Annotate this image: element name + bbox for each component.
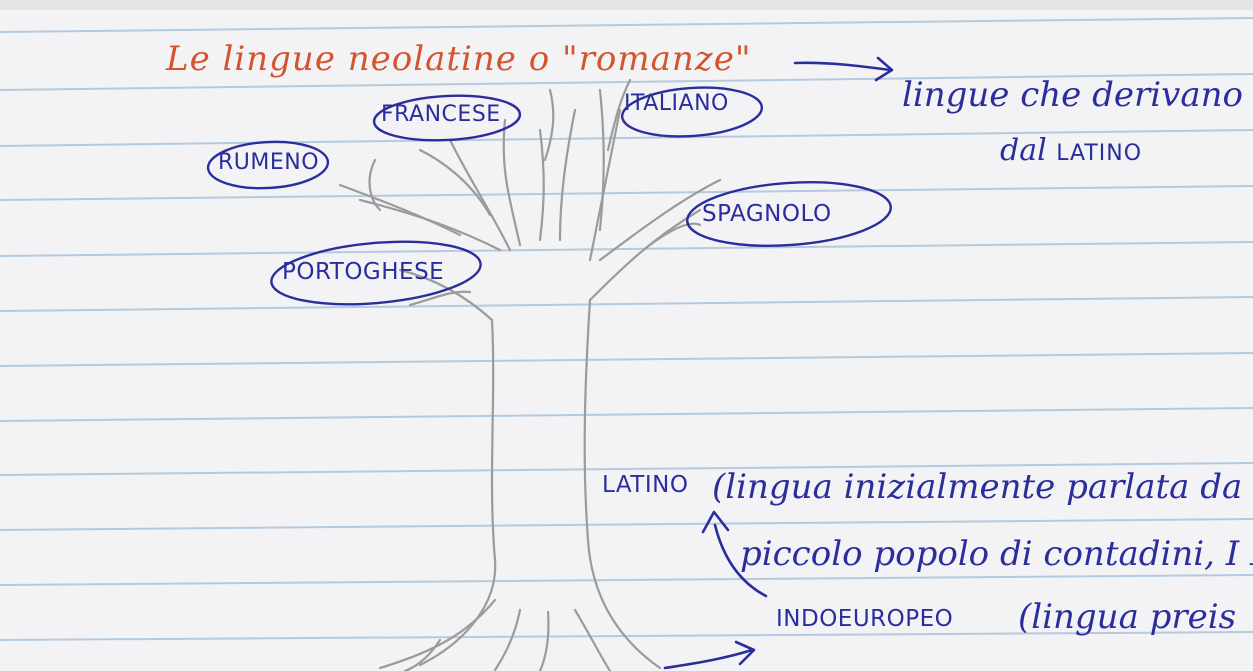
label-rumeno: RUMENO: [218, 152, 319, 174]
label-latino: LATINO: [602, 474, 688, 497]
latino-description-line2: piccolo popolo di contadini, I LAT: [740, 537, 1253, 571]
label-portoghese: PORTOGHESE: [282, 261, 444, 284]
latino-description-line1: (lingua inizialmente parlata da: [712, 470, 1242, 504]
label-indoeuropeo: INDOEUROPEO: [776, 608, 953, 631]
label-italiano: ITALIANO: [624, 93, 729, 115]
label-francese: FRANCESE: [381, 104, 501, 126]
arrows: [665, 58, 892, 668]
side-note-latino: LATINO: [1056, 141, 1142, 166]
side-note-prefix: dal: [1000, 133, 1047, 168]
side-note-line2: dal LATINO: [1000, 136, 1142, 166]
side-note-line1: lingue che derivano: [902, 78, 1243, 112]
indoeuropeo-description: (lingua preis: [1018, 600, 1236, 634]
label-spagnolo: SPAGNOLO: [702, 203, 832, 226]
page-title: Le lingue neolatine o "romanze": [166, 42, 751, 76]
